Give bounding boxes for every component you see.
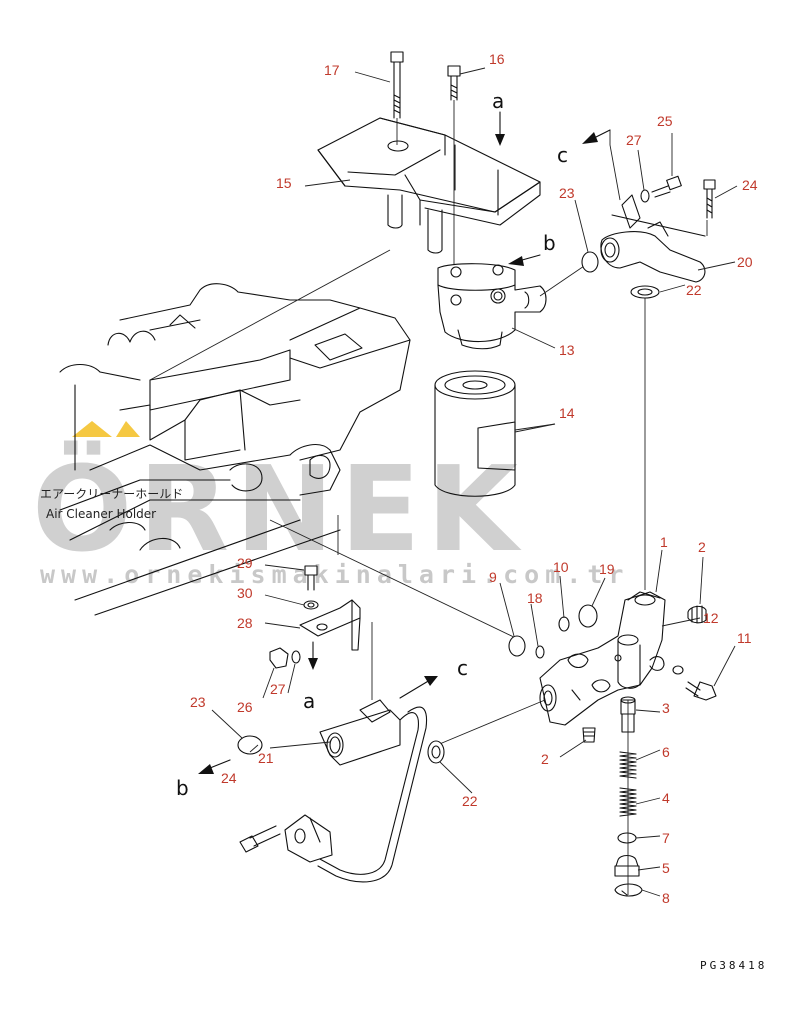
callout-25: 25 [657,113,673,129]
washer-22-bottom [427,740,445,764]
callout-5: 5 [662,860,670,876]
bolt-13 [685,681,717,701]
engine-label-jp: エアークリーナーホールド [40,487,183,501]
callout-26: 26 [237,699,253,715]
valve-body-1 [539,591,666,726]
callout-20: 20 [737,254,753,270]
spring-4 [619,787,637,817]
leader-bracket [149,249,391,381]
callout-17: 15 [276,175,292,191]
watermark: ÖRNEK www.ornekismakinalari.com.tr [32,421,629,589]
callout-28: 28 [237,615,253,631]
bolt-18 [447,65,461,270]
callout-2-bottom: 2 [541,751,549,767]
callout-27-bottom: 27 [270,681,286,697]
washer-22-top [630,285,660,299]
callout-10: 10 [553,559,569,575]
clamp-28 [299,599,361,651]
leader-22-left [429,699,546,749]
arrow-a-top [495,111,505,146]
callout-7: 7 [662,830,670,846]
callout-1: 1 [660,534,668,550]
engine-outline [59,283,411,616]
orings-9-10-11-12 [508,604,598,659]
bolt-29 [304,565,318,591]
callout-9: 18 [527,590,543,606]
nut-26 [269,647,289,669]
view-letter-c-bottom: c [457,656,468,680]
engine-label-en: Air Cleaner Holder [46,507,156,521]
oring-23-bottom [237,735,263,755]
callout-13: 11 [737,630,752,646]
callout-22-top: 22 [686,282,702,298]
bolt-24-bottom [239,825,281,853]
callout-29: 29 [237,555,253,571]
callout-30: 30 [237,585,253,601]
callout-15: 13 [559,342,575,358]
view-letter-a-bottom: a [303,689,315,713]
bolt-25 [651,175,682,198]
watermark-accent-right [116,421,140,437]
snap-ring-8 [614,883,643,897]
watermark-url: www.ornekismakinalari.com.tr [40,560,629,589]
filter-cartridge-16 [434,370,556,497]
callout-14: 12 [703,610,719,626]
plug-2-bottom [582,727,596,743]
plug-2-right [687,605,707,624]
washer-14 [672,665,684,675]
callout-21: 21 [258,750,274,766]
washer-27-top [640,189,650,203]
bolt-19 [390,51,404,145]
callout-4: 4 [662,790,670,806]
callout-numbers: 17 16 15 13 14 23 27 25 24 20 22 1 2 12 … [190,51,758,906]
watermark-brand: ÖRNEK [32,440,524,578]
callout-3: 3 [662,700,670,716]
filter-head-15 [437,261,591,350]
callout-27-top: 27 [626,132,642,148]
arrow-c-top [582,129,611,144]
leader-11 [269,519,521,641]
arrow-b-top [508,254,541,266]
callout-leaders [211,67,738,897]
callout-12: 19 [599,561,615,577]
arrow-b-bottom [198,759,231,774]
tube-21 [284,699,428,883]
arrow-a-bottom [308,641,318,670]
bolt-24-top [703,179,716,219]
view-letter-b-bottom: b [176,776,189,800]
drawing-code: PG38418 [700,959,767,972]
callout-16: 14 [559,405,575,421]
view-letter-c-top: c [557,143,568,167]
callout-24-top: 24 [742,177,758,193]
plug-5 [614,854,640,877]
callout-19: 17 [324,62,340,78]
washer-30 [303,600,319,610]
watermark-accent-left [72,421,112,437]
oring-23-top [581,251,599,273]
callout-18: 16 [489,51,505,67]
view-letter-a-top: a [492,89,504,113]
callout-23-top: 23 [559,185,575,201]
line-21 [269,741,331,749]
arrow-c-bottom [399,676,438,699]
callout-23-bottom: 23 [190,694,206,710]
bracket-17 [317,117,541,254]
callout-24-bottom: 24 [221,770,237,786]
view-letters: a b c a c b [176,89,568,800]
oring-7 [617,832,637,844]
washer-27-bottom [291,650,301,664]
callout-6: 6 [662,744,670,760]
elbow-fitting-20 [600,194,706,283]
callout-11: 9 [489,569,497,585]
callout-22-bottom: 22 [462,793,478,809]
view-letter-b-top: b [543,231,556,255]
callout-2-right: 2 [698,539,706,555]
callout-8: 8 [662,890,670,906]
line-c-top [609,130,621,201]
